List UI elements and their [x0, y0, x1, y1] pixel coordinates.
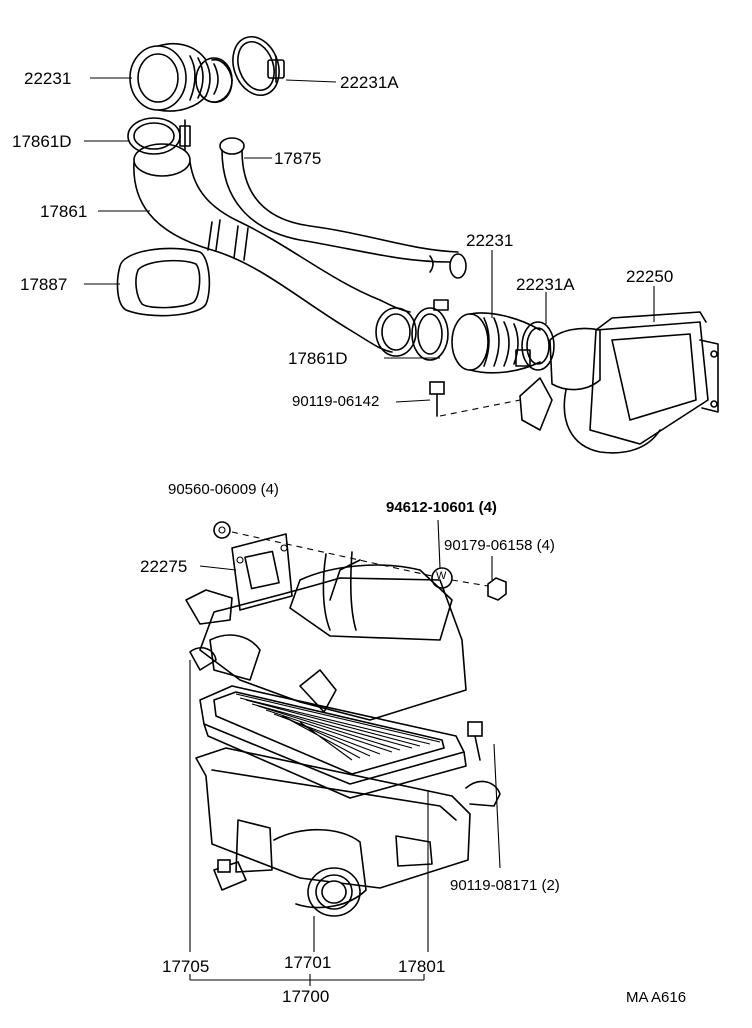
label-22275: 22275 — [140, 557, 188, 576]
label-94612-10601: 94612-10601 (4) — [386, 499, 497, 516]
label-22231a-top: 22231A — [340, 73, 399, 92]
label-90119-08171: 90119-08171 (2) — [450, 877, 560, 894]
label-17801: 17801 — [398, 957, 446, 976]
label-17700: 17700 — [282, 987, 330, 1006]
washer-94612-10601 — [431, 567, 453, 589]
nut-90179-06158 — [487, 577, 507, 601]
gasket-22275 — [231, 533, 293, 611]
hose-17875 — [219, 137, 467, 279]
label-17705: 17705 — [162, 957, 210, 976]
washer-mark: W — [436, 570, 447, 582]
label-22231-top: 22231 — [24, 69, 72, 88]
label-17861d-top: 17861D — [12, 132, 72, 151]
hose-clamp-top — [232, 36, 285, 96]
assembly-line — [231, 531, 489, 587]
label-22231-mid: 22231 — [466, 231, 514, 250]
clamp-17861d-mid — [411, 299, 449, 361]
air-cleaner-cap — [185, 551, 467, 721]
label-17887: 17887 — [20, 275, 68, 294]
label-90119-06142: 90119-06142 — [292, 393, 380, 410]
air-flow-meter-22250 — [519, 311, 719, 454]
nut-90560-06009 — [213, 521, 231, 539]
air-cleaner-case — [195, 721, 501, 891]
label-17875: 17875 — [274, 149, 322, 168]
label-17701: 17701 — [284, 953, 332, 972]
label-90179-06158: 90179-06158 (4) — [444, 537, 555, 554]
clamp-17861d-top — [127, 117, 191, 155]
leader-lines — [84, 77, 655, 986]
intake-duct-17861 — [133, 143, 417, 357]
label-22250: 22250 — [626, 267, 674, 286]
clamp-22231a-mid — [515, 321, 555, 371]
bolt-90119-06142 — [429, 381, 521, 417]
label-90560-06009: 90560-06009 (4) — [168, 481, 279, 498]
label-22231a-mid: 22231A — [516, 275, 575, 294]
inlet-pipe-17701 — [273, 828, 367, 917]
duct-17887 — [116, 247, 211, 317]
hose-22231-mid — [451, 312, 541, 374]
diagram-code: MA A616 — [626, 989, 687, 1006]
label-17861d-mid: 17861D — [288, 349, 348, 368]
label-17861: 17861 — [40, 202, 88, 221]
air-cleaner-hose-top — [129, 42, 233, 112]
air-filter-element — [199, 685, 467, 799]
